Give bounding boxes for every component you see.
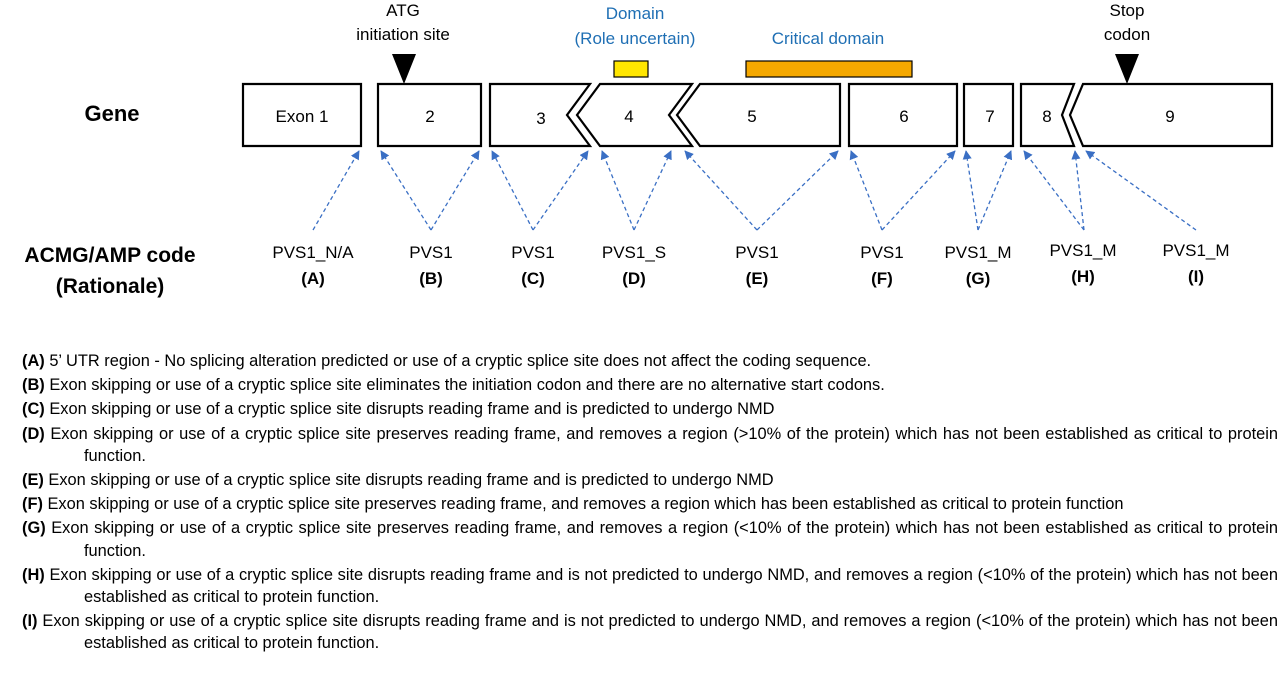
code-row-label-line1: ACMG/AMP code	[24, 244, 195, 267]
arrow-b-left	[380, 150, 432, 231]
note-d-letter: (D)	[22, 424, 45, 443]
exon-5: 5	[675, 82, 842, 148]
rationale-notes: (A) 5’ UTR region - No splicing alterati…	[22, 350, 1278, 657]
note-h-text: Exon skipping or use of a cryptic splice…	[44, 565, 1278, 607]
note-d: (D) Exon skipping or use of a cryptic sp…	[22, 423, 1278, 467]
exon-1-label: Exon 1	[276, 107, 329, 126]
exon-3-label: 3	[536, 109, 545, 128]
exon-2: 2	[376, 82, 483, 148]
rationale-letter-b: (B)	[419, 269, 443, 288]
note-h: (H) Exon skipping or use of a cryptic sp…	[22, 564, 1278, 608]
note-i-letter: (I)	[22, 612, 38, 631]
note-c-text: Exon skipping or use of a cryptic splice…	[44, 400, 775, 419]
note-d-text: Exon skipping or use of a cryptic splice…	[44, 424, 1278, 465]
note-e: (E) Exon skipping or use of a cryptic sp…	[22, 469, 1278, 491]
atg-label-line1: ATG	[386, 1, 420, 20]
rationale-letter-d: (D)	[622, 269, 646, 288]
domain-uncertain-bar	[613, 60, 649, 78]
note-b-letter: (B)	[22, 376, 45, 395]
code-h: PVS1_M	[1049, 241, 1116, 260]
arrow-c-left	[491, 150, 534, 231]
note-i-text: Exon skipping or use of a cryptic splice…	[37, 612, 1278, 653]
note-a: (A) 5’ UTR region - No splicing alterati…	[22, 350, 1278, 372]
rationale-letter-h: (H)	[1071, 267, 1095, 286]
splice-arrows	[312, 150, 1197, 231]
atg-label-line2: initiation site	[356, 25, 450, 44]
code-i: PVS1_M	[1162, 241, 1229, 260]
atg-marker-triangle	[392, 54, 416, 84]
note-f: (F) Exon skipping or use of a cryptic sp…	[22, 493, 1278, 515]
note-f-letter: (F)	[22, 495, 43, 514]
rationale-letter-g: (G)	[966, 269, 991, 288]
exon-9: 9	[1068, 82, 1274, 148]
critical-domain-bar	[745, 60, 913, 78]
exon-6-label: 6	[899, 107, 908, 126]
note-h-letter: (H)	[22, 565, 45, 584]
domain-uncertain-label-line2: (Role uncertain)	[575, 29, 696, 48]
note-f-text: Exon skipping or use of a cryptic splice…	[42, 495, 1124, 514]
exon-8-label: 8	[1042, 107, 1051, 126]
exon-7: 7	[962, 82, 1015, 148]
code-e: PVS1	[735, 243, 778, 262]
domain-uncertain-label-line1: Domain	[606, 4, 665, 23]
exon-3: 3	[488, 82, 593, 148]
arrow-e-right	[756, 150, 839, 231]
code-b: PVS1	[409, 243, 452, 262]
arrow-c-right	[532, 150, 589, 231]
rationale-letter-i: (I)	[1188, 267, 1204, 286]
arrow-e-left	[684, 150, 758, 231]
exon-2-label: 2	[425, 107, 434, 126]
code-g: PVS1_M	[944, 243, 1011, 262]
rationale-letter-f: (F)	[871, 269, 893, 288]
exon-6: 6	[847, 82, 959, 148]
exon-8: 8	[1019, 82, 1076, 148]
note-c: (C) Exon skipping or use of a cryptic sp…	[22, 398, 1278, 420]
note-i: (I) Exon skipping or use of a cryptic sp…	[22, 610, 1278, 654]
stop-marker-triangle	[1115, 54, 1139, 84]
exon-4-label: 4	[624, 107, 633, 126]
arrow-d-right	[633, 150, 672, 231]
arrow-h-left	[1023, 150, 1085, 231]
exon-9-label: 9	[1165, 107, 1174, 126]
stop-label-line1: Stop	[1110, 1, 1145, 20]
note-g-text: Exon skipping or use of a cryptic splice…	[45, 519, 1278, 560]
arrow-g-right	[977, 150, 1013, 231]
arrow-h-right	[1071, 150, 1085, 231]
note-a-letter: (A)	[22, 352, 45, 370]
gene-diagram: ATG initiation site Stop codon Domain (R…	[24, 1, 1274, 298]
exon-5-label: 5	[747, 107, 756, 126]
code-f: PVS1	[860, 243, 903, 262]
arrow-g-left	[962, 150, 979, 231]
note-c-letter: (C)	[22, 400, 45, 419]
code-c: PVS1	[511, 243, 554, 262]
note-a-text: 5’ UTR region - No splicing alteration p…	[44, 352, 872, 370]
note-g: (G) Exon skipping or use of a cryptic sp…	[22, 517, 1278, 561]
code-a: PVS1_N/A	[272, 243, 354, 262]
arrow-i-left	[1085, 150, 1197, 231]
arrow-f-left	[849, 150, 883, 231]
exon-7-label: 7	[985, 107, 994, 126]
stop-label-line2: codon	[1104, 25, 1150, 44]
rationale-letter-c: (C)	[521, 269, 545, 288]
arrow-d-left	[600, 150, 635, 231]
code-row-label-line2: (Rationale)	[56, 275, 165, 298]
rationale-letter-a: (A)	[301, 269, 325, 288]
note-e-letter: (E)	[22, 471, 44, 490]
gene-row-label: Gene	[84, 101, 139, 126]
arrow-a-right	[312, 150, 360, 231]
note-b: (B) Exon skipping or use of a cryptic sp…	[22, 374, 1278, 396]
exon-4: 4	[575, 82, 695, 148]
critical-domain-label: Critical domain	[772, 29, 884, 48]
code-d: PVS1_S	[602, 243, 666, 262]
note-b-text: Exon skipping or use of a cryptic splice…	[44, 376, 885, 395]
arrow-f-right	[881, 150, 956, 231]
exon-1: Exon 1	[241, 82, 363, 148]
note-g-letter: (G)	[22, 519, 46, 538]
arrow-b-right	[430, 150, 480, 231]
note-e-text: Exon skipping or use of a cryptic splice…	[43, 471, 774, 490]
rationale-letter-e: (E)	[746, 269, 769, 288]
